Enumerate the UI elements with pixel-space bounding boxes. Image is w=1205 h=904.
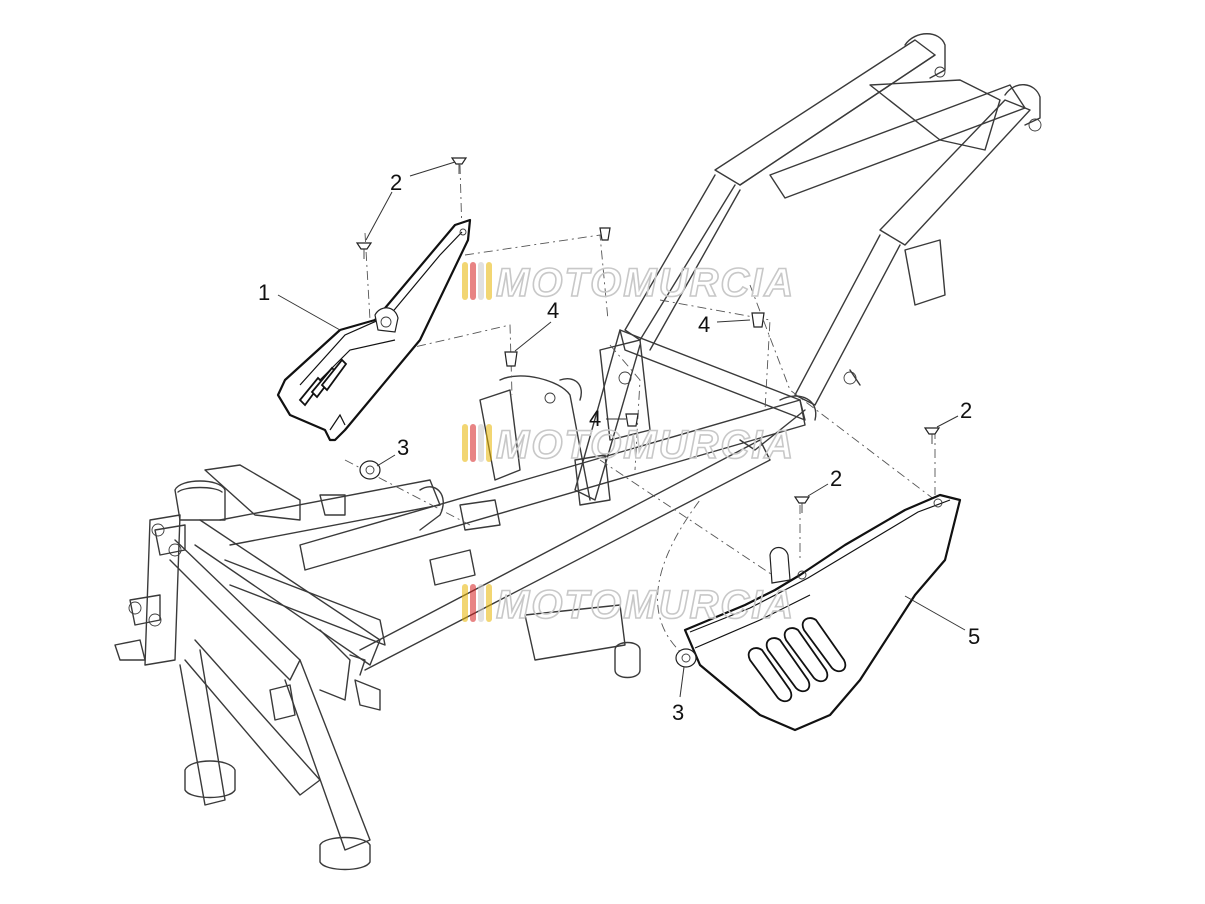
watermark-bottom: MOTOMURCIA (462, 582, 795, 628)
left-side-panel (276, 218, 472, 442)
callout-2-right-lower: 2 (830, 466, 842, 491)
callout-4-middle: 4 (589, 406, 601, 431)
watermark-text: MOTOMURCIA (496, 261, 795, 305)
watermark-text: MOTOMURCIA (496, 423, 795, 467)
watermark-top: MOTOMURCIA (462, 260, 795, 306)
callout-2-top: 2 (390, 170, 402, 195)
right-side-panel (683, 493, 962, 732)
screws-and-grommets (355, 157, 941, 668)
assembly-lines (344, 164, 936, 661)
callouts: 1 2 2 2 3 3 4 4 4 5 (258, 161, 980, 725)
watermark-text: MOTOMURCIA (496, 583, 795, 627)
motorcycle-frame (114, 33, 1042, 871)
flag-logo (462, 584, 492, 622)
flag-logo (462, 424, 492, 462)
callout-3-left: 3 (397, 435, 409, 460)
callout-3-bottom: 3 (672, 700, 684, 725)
callout-4-upper: 4 (547, 298, 559, 323)
callout-1: 1 (258, 280, 270, 305)
callout-4-right: 4 (698, 312, 710, 337)
callout-5: 5 (968, 624, 980, 649)
callout-2-right-upper: 2 (960, 398, 972, 423)
flag-logo (462, 262, 492, 300)
watermark-middle: MOTOMURCIA (462, 422, 795, 468)
